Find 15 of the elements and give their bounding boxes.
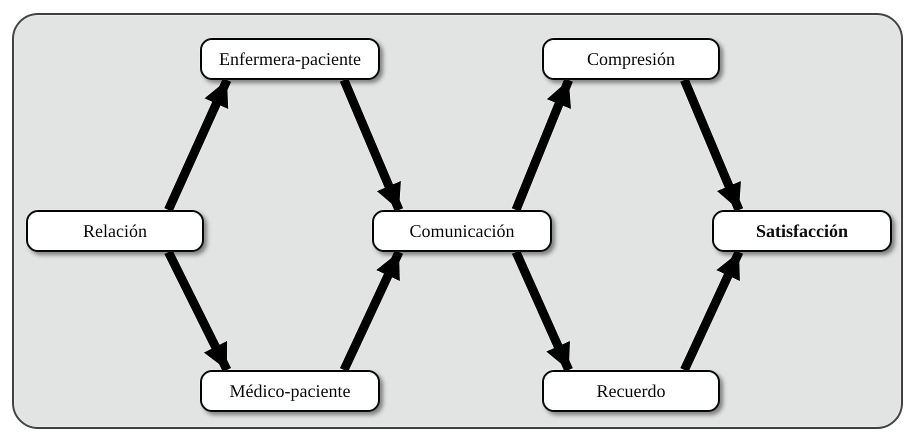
process-box: Satisfacción [712, 210, 892, 252]
arrow [340, 78, 404, 212]
process-box: Comunicación [372, 210, 552, 252]
arrow [680, 78, 744, 212]
process-box: Compresión [542, 38, 720, 80]
process-box: Médico-paciente [200, 370, 380, 412]
arrow [164, 250, 232, 372]
process-box: Relación [26, 210, 204, 252]
arrow [512, 250, 573, 372]
arrow [340, 250, 404, 372]
arrow [512, 78, 573, 212]
process-box: Recuerdo [542, 370, 720, 412]
process-box: Enfermera-paciente [200, 38, 380, 80]
arrow [680, 250, 744, 372]
arrow [164, 78, 232, 212]
